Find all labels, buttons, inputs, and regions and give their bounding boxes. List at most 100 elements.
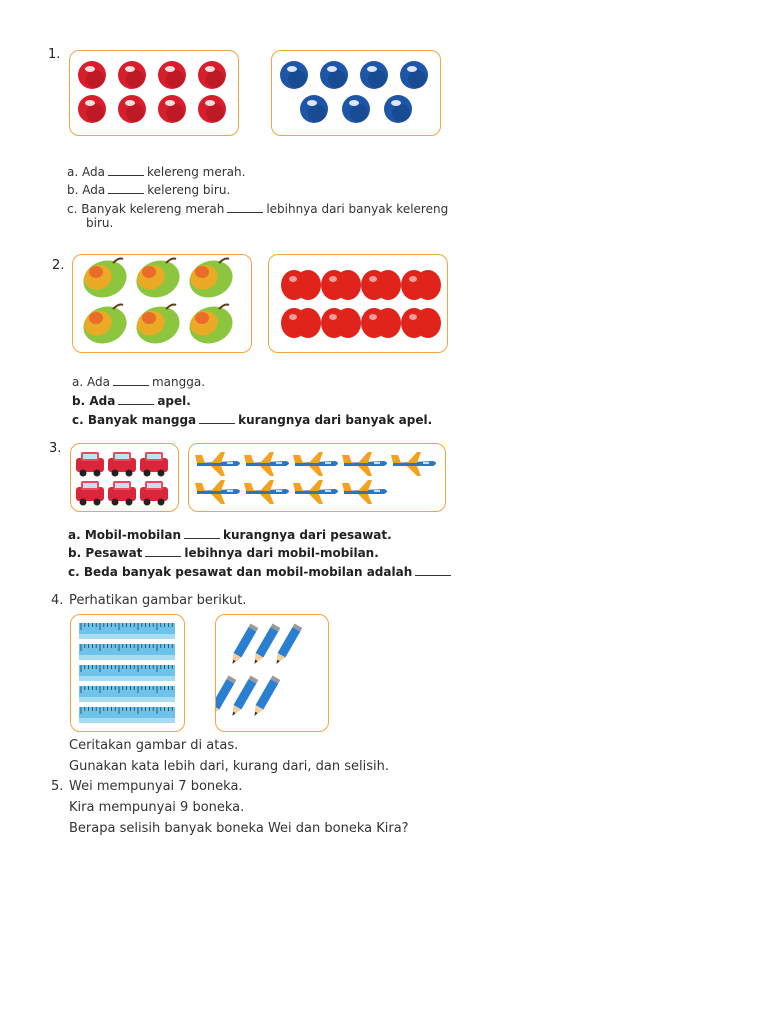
airplane-icon (195, 480, 240, 504)
airplane-icon (342, 452, 387, 476)
airplane-icon (391, 452, 436, 476)
q1a-suffix: kelereng merah. (146, 165, 246, 179)
toy-car-icon (76, 452, 104, 477)
q1b-suffix: kelereng biru. (147, 183, 231, 197)
planes-box (188, 443, 446, 512)
pencils-illustration (216, 623, 303, 716)
marble-icon (360, 61, 388, 89)
apple-icon (281, 270, 321, 300)
airplanes-illustration (195, 452, 436, 504)
marble-icon (320, 61, 348, 89)
marble-icon (342, 95, 370, 123)
apple-icon (321, 270, 361, 300)
toy-car-icon (108, 481, 136, 506)
question-4-line-2: Gunakan kata lebih dari, kurang dari, da… (69, 759, 389, 774)
marble-icon (300, 95, 328, 123)
apple-icon (281, 308, 321, 338)
q3a-prefix: a. Mobil-mobilan (68, 528, 182, 542)
apples-box (268, 254, 448, 353)
rulers-box (70, 614, 185, 732)
mango-icon (83, 257, 127, 298)
question-2b: b. Ada apel. (72, 393, 191, 409)
q2a-prefix: a. Ada (72, 375, 110, 389)
q1c-suffix: lebihnya dari banyak kelereng (266, 202, 449, 216)
toy-car-icon (108, 452, 136, 477)
question-1a: a. Ada kelereng merah. (67, 164, 245, 180)
q3c-prefix: c. Beda banyak pesawat dan mobil-mobilan… (68, 565, 413, 579)
q1a-prefix: a. Ada (67, 165, 105, 179)
answer-blank[interactable] (227, 202, 264, 213)
red-marbles-illustration (78, 61, 226, 123)
apple-icon (321, 308, 361, 338)
answer-blank[interactable] (112, 375, 149, 386)
marble-icon (118, 61, 146, 89)
airplane-icon (244, 480, 289, 504)
rulers-illustration (79, 623, 175, 723)
airplane-icon (244, 452, 289, 476)
question-3b: b. Pesawat lebihnya dari mobil-mobilan. (68, 545, 379, 561)
marble-icon (384, 95, 412, 123)
marble-icon (118, 95, 146, 123)
ruler-icon (79, 686, 175, 702)
red-marbles-box (69, 50, 239, 136)
marble-icon (280, 61, 308, 89)
marble-icon (158, 95, 186, 123)
q2a-suffix: mangga. (151, 375, 206, 389)
q2b-prefix: b. Ada (72, 394, 116, 408)
q2c-prefix: c. Banyak mangga (72, 413, 197, 427)
ruler-icon (79, 665, 175, 681)
airplane-icon (195, 452, 240, 476)
answer-blank[interactable] (415, 565, 452, 576)
airplane-icon (293, 480, 338, 504)
question-1-number: 1. (48, 47, 61, 62)
answer-blank[interactable] (108, 183, 145, 194)
mangoes-illustration (83, 257, 233, 344)
toy-car-icon (76, 481, 104, 506)
answer-blank[interactable] (107, 165, 144, 176)
q3b-prefix: b. Pesawat (68, 546, 143, 560)
ruler-icon (79, 644, 175, 660)
toy-car-icon (140, 481, 168, 506)
q3b-suffix: lebihnya dari mobil-mobilan. (184, 546, 379, 560)
question-5-line-3: Berapa selisih banyak boneka Wei dan bon… (69, 821, 409, 836)
mango-icon (136, 257, 180, 298)
q2b-suffix: apel. (157, 394, 191, 408)
question-5-line-1: Wei mempunyai 7 boneka. (69, 779, 243, 794)
answer-blank[interactable] (118, 394, 155, 405)
apple-icon (401, 270, 441, 300)
toy-car-icon (140, 452, 168, 477)
apple-icon (361, 270, 401, 300)
answer-blank[interactable] (145, 546, 182, 557)
blue-marbles-illustration (280, 61, 428, 123)
mango-icon (189, 303, 233, 344)
answer-blank[interactable] (199, 413, 236, 424)
q2c-suffix: kurangnya dari banyak apel. (238, 413, 433, 427)
question-2a: a. Ada mangga. (72, 374, 205, 390)
blue-marbles-box (271, 50, 441, 136)
question-3c: c. Beda banyak pesawat dan mobil-mobilan… (68, 564, 454, 580)
mango-icon (83, 303, 127, 344)
question-4-line-1: Ceritakan gambar di atas. (69, 738, 239, 753)
question-1c-continued: biru. (86, 216, 114, 230)
mangoes-box (72, 254, 252, 353)
apple-icon (361, 308, 401, 338)
pencil-icon (232, 675, 259, 716)
mango-icon (189, 257, 233, 298)
question-3-number: 3. (49, 441, 62, 456)
marble-icon (78, 61, 106, 89)
cars-box (70, 443, 179, 512)
pencil-icon (254, 623, 281, 664)
answer-blank[interactable] (184, 528, 221, 539)
marble-icon (198, 61, 226, 89)
question-2c: c. Banyak mangga kurangnya dari banyak ap… (72, 412, 432, 428)
ruler-icon (79, 623, 175, 639)
question-4-number: 4. (51, 593, 64, 608)
q3a-suffix: kurangnya dari pesawat. (223, 528, 392, 542)
mango-icon (136, 303, 180, 344)
apple-icon (401, 308, 441, 338)
pencil-icon (216, 675, 237, 716)
pencil-icon (276, 623, 303, 664)
airplane-icon (342, 480, 387, 504)
